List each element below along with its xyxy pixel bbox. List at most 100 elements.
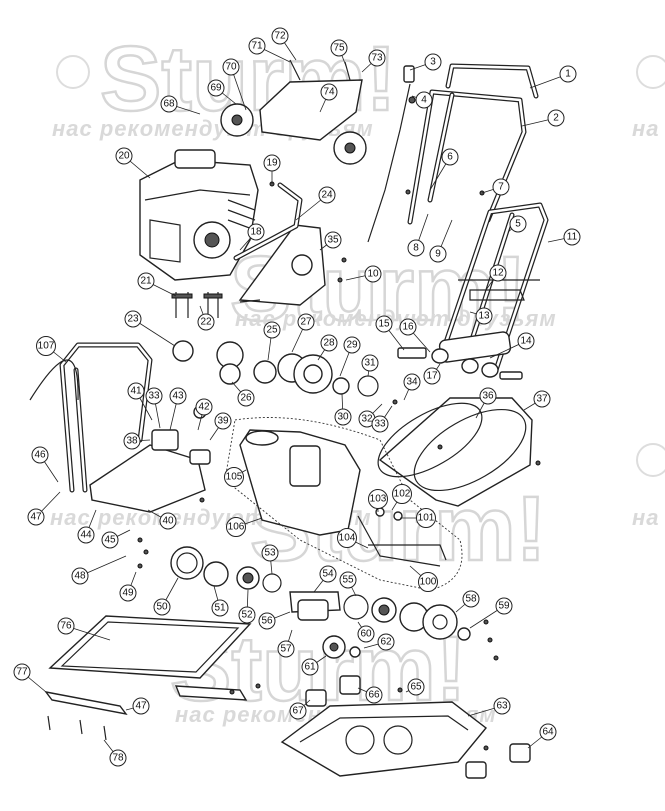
callout-number: 24 [321,190,333,201]
callout-circle [226,517,246,537]
callout-52: 52 [238,606,256,624]
callout-circle [195,398,213,416]
callout-circle [237,389,255,407]
callout-40: 40 [159,512,177,530]
watermark-circle [636,443,665,477]
callout-31: 31 [361,354,379,372]
callout-circle [214,412,232,430]
callout-number: 21 [140,276,152,287]
callout-circle [77,526,95,544]
callout-circle [261,544,279,562]
callout-circle [416,508,436,528]
callout-43: 43 [169,387,187,405]
callout-9: 9 [429,245,447,263]
callout-28: 28 [320,334,338,352]
callout-circle [101,531,119,549]
callout-number: 65 [410,682,422,693]
callout-103: 103 [368,489,388,509]
callout-26: 26 [237,389,255,407]
callout-circle [418,572,438,592]
callout-10: 10 [364,265,382,283]
clamp-bar-part-77-78 [44,690,128,741]
callout-number: 37 [536,394,548,405]
lifting-frame-part-108 [29,342,153,493]
rubber-pad-part-76 [48,615,252,679]
callout-3: 3 [424,53,442,71]
callout-55: 55 [339,571,357,589]
parts-layer [29,59,549,779]
callout-48: 48 [71,567,89,585]
handle-grip-part-1 [445,63,539,99]
callout-65: 65 [407,678,425,696]
callout-78: 78 [109,749,127,767]
callout-51: 51 [211,599,229,617]
callout-circle [441,148,459,166]
callout-circle [361,354,379,372]
callout-70: 70 [222,58,240,76]
engine-part-20 [139,149,259,281]
callout-circle [493,697,511,715]
callout-number: 61 [304,662,316,673]
callout-circle [197,313,215,331]
engine-mounts-part-21-22 [171,292,223,318]
callout-circle [324,231,342,249]
callout-number: 38 [126,436,138,447]
callout-number: 12 [492,268,504,279]
callout-24: 24 [318,186,336,204]
callout-circle [222,58,240,76]
callout-circle [153,598,171,616]
callout-circle [258,612,276,630]
callout-circle [263,321,281,339]
callout-circle [334,408,352,426]
callout-number: 51 [214,603,226,614]
callout-circle [31,446,49,464]
callout-number: 18 [250,227,262,238]
watermark-slogan-edge-2: на [632,505,660,530]
callout-33: 33 [145,387,163,405]
callout-circle [357,625,375,643]
callout-number: 62 [380,637,392,648]
callout-circle [371,415,389,433]
callout-circle [271,27,289,45]
callout-number: 15 [378,319,390,330]
callout-number: 58 [465,594,477,605]
callout-circle [132,697,150,715]
callout-number: 33 [374,419,386,430]
callout-circle [539,723,557,741]
callout-number: 74 [323,87,335,98]
callout-circle [559,65,577,83]
callout-36: 36 [479,387,497,405]
callout-1: 1 [559,65,577,83]
belt-cover-part-36-37 [377,397,533,507]
callout-number: 54 [322,569,334,580]
callout-53: 53 [261,544,279,562]
callout-102: 102 [392,484,412,504]
callout-12: 12 [489,264,507,282]
callout-100: 100 [418,572,438,592]
callout-number: 28 [323,338,335,349]
callout-circle [337,528,357,548]
callout-106: 106 [226,517,246,537]
handle-frame-part-2 [407,89,527,225]
callout-number: 39 [217,416,229,427]
callout-number: 78 [112,753,124,764]
callout-30: 30 [334,408,352,426]
clutch-group-part-23-33 [172,340,379,397]
callout-25: 25 [263,321,281,339]
callout-13: 13 [475,307,493,325]
callout-circle [247,223,265,241]
callout-number: 103 [370,494,387,505]
callout-number: 63 [496,701,508,712]
callout-23: 23 [124,310,142,328]
callout-circle [407,678,425,696]
callout-number: 27 [300,317,312,328]
callout-number: 67 [292,706,304,717]
callout-number: 42 [198,402,210,413]
callout-75: 75 [330,39,348,57]
callout-circle [364,265,382,283]
callout-number: 9 [435,249,441,260]
callout-44: 44 [77,526,95,544]
fasteners [137,181,541,751]
callout-number: 57 [280,644,292,655]
